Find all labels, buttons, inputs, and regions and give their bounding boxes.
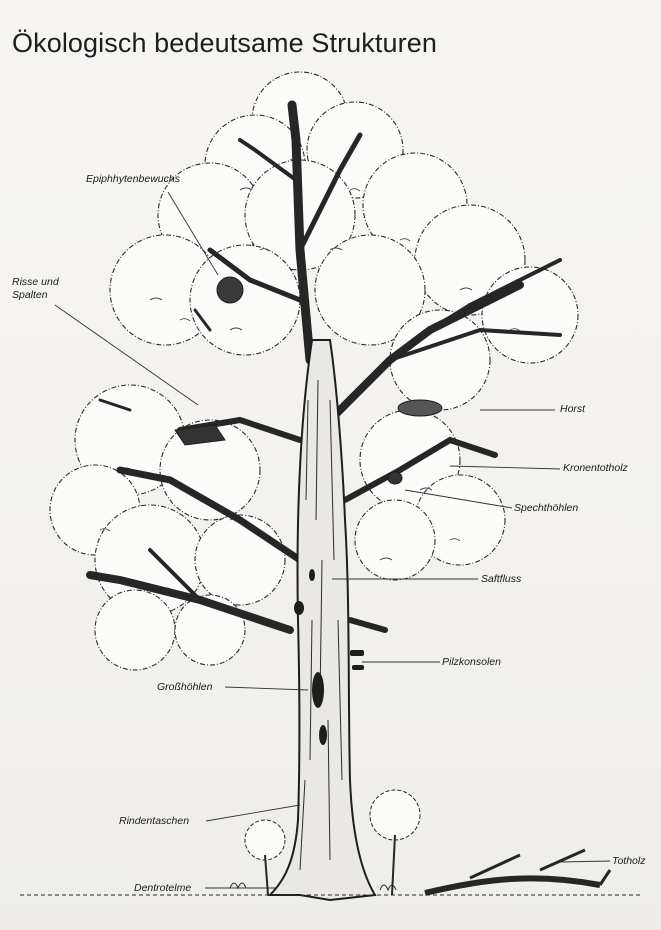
label-spechthoehlen: Spechthöhlen: [514, 502, 578, 515]
label-risse-line-2: Spalten: [12, 289, 59, 302]
label-dentrotelme: Dentrotelme: [134, 882, 191, 895]
label-kronentotholz: Kronentotholz: [563, 462, 628, 475]
label-rindentaschen: Rindentaschen: [119, 815, 189, 828]
label-grosshoehlen: Großhöhlen: [157, 681, 212, 694]
label-totholz: Totholz: [612, 855, 645, 868]
label-horst: Horst: [560, 403, 585, 416]
label-epiphytenbewuchs: Epiphhytenbewuchs: [86, 173, 180, 186]
label-risse-line-1: Risse und: [12, 276, 59, 289]
label-pilzkonsolen: Pilzkonsolen: [442, 656, 501, 669]
label-risse-und-spalten: Risse und Spalten: [12, 276, 59, 302]
label-saftfluss: Saftfluss: [481, 573, 521, 586]
